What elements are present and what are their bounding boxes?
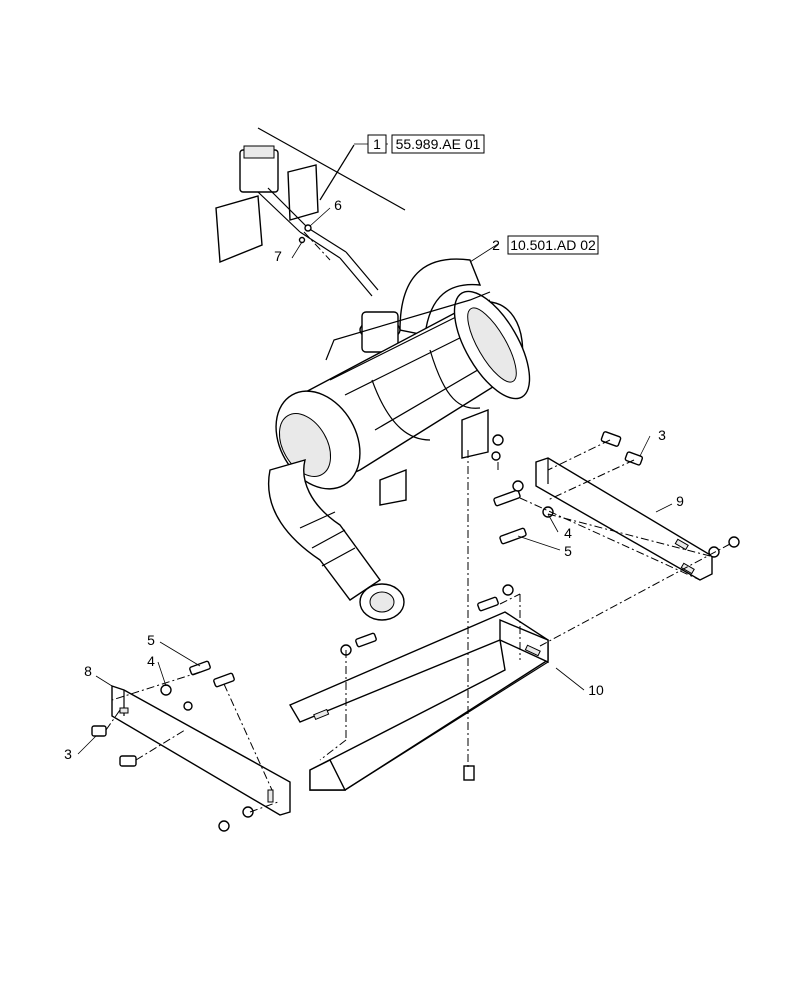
callout-10: 10 xyxy=(588,682,604,698)
muffler-assembly xyxy=(267,258,531,621)
callout-6: 6 xyxy=(334,197,342,213)
bracket-10 xyxy=(288,611,549,791)
callout-5-right: 5 xyxy=(564,543,572,559)
reference-label-2: 10.501.AD 02 xyxy=(510,237,596,253)
callout-9: 9 xyxy=(676,493,684,509)
sensor-assembly xyxy=(215,127,406,297)
callout-3-left: 3 xyxy=(64,746,72,762)
callout-2: 2 xyxy=(492,237,500,253)
washer-6 xyxy=(304,224,312,232)
assembly-lines xyxy=(105,231,731,813)
reference-box-1: 1 55.989.AE 01 xyxy=(367,134,485,154)
callout-4-right: 4 xyxy=(564,525,572,541)
reference-label-1: 55.989.AE 01 xyxy=(396,136,481,152)
bracket-8 xyxy=(111,685,291,816)
callout-1: 1 xyxy=(373,136,381,152)
callout-5-left: 5 xyxy=(147,632,155,648)
callout-8: 8 xyxy=(84,663,92,679)
reference-box-2: 2 10.501.AD 02 xyxy=(492,235,599,255)
callout-4-left: 4 xyxy=(147,653,155,669)
callout-3-right: 3 xyxy=(658,427,666,443)
nut-7 xyxy=(298,236,306,244)
bracket-9 xyxy=(535,457,713,581)
fasteners xyxy=(91,431,740,832)
callout-7: 7 xyxy=(274,248,282,264)
